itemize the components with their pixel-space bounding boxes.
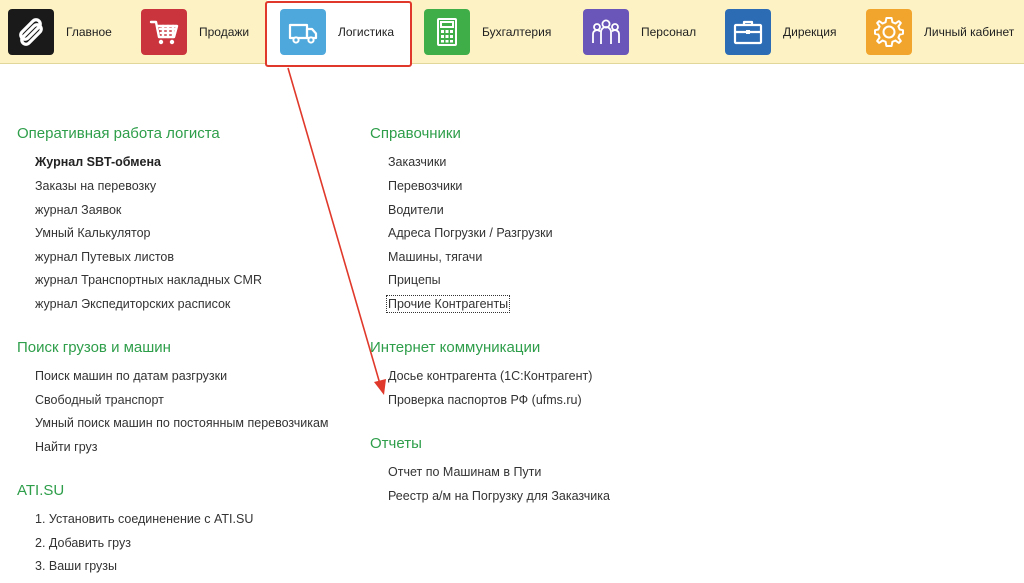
menu-link-smart-carrier-search[interactable]: Умный поиск машин по постоянным перевозч…: [35, 416, 329, 430]
calculator-icon: [424, 9, 470, 55]
section-title-reports: Отчеты: [370, 435, 422, 452]
menu-link-sbt-exchange-journal[interactable]: Журнал SBT-обмена: [35, 155, 162, 169]
menu-link-requests-journal[interactable]: журнал Заявок: [35, 203, 122, 217]
nav-item-personal-account[interactable]: Личный кабинет: [866, 0, 1014, 64]
section-title-logistics-operations: Оперативная работа логиста: [17, 125, 220, 142]
menu-link-loading-register[interactable]: Реестр а/м на Погрузку для Заказчика: [388, 489, 610, 503]
section-title-ati-su: ATI.SU: [17, 482, 65, 499]
menu-link-waybills-journal[interactable]: журнал Путевых листов: [35, 250, 175, 264]
menu-link-drivers[interactable]: Водители: [388, 203, 444, 217]
menu-link-cmr-journal[interactable]: журнал Транспортных накладных CMR: [35, 273, 262, 287]
menu-link-ati-connect[interactable]: 1. Установить соединенение с ATI.SU: [35, 512, 254, 526]
nav-label-logistics: Логистика: [338, 25, 395, 39]
nav-item-management[interactable]: Дирекция: [725, 0, 837, 64]
nav-label-sales: Продажи: [199, 25, 250, 39]
menu-link-transport-orders[interactable]: Заказы на перевозку: [35, 179, 157, 193]
nav-label-main: Главное: [66, 25, 112, 39]
menu-link-counterparty-dossier[interactable]: Досье контрагента (1С:Контрагент): [388, 369, 593, 383]
section-title-cargo-search: Поиск грузов и машин: [17, 339, 171, 356]
nav-item-accounting[interactable]: Бухгалтерия: [424, 0, 551, 64]
menu-link-vehicles-tractors[interactable]: Машины, тягачи: [388, 250, 483, 264]
menu-link-forwarder-receipts-journal[interactable]: журнал Экспедиторских расписок: [35, 297, 231, 311]
menu-link-trailers[interactable]: Прицепы: [388, 273, 441, 287]
nav-item-main[interactable]: Главное: [8, 0, 112, 64]
briefcase-icon: [725, 9, 771, 55]
menu-link-smart-calculator[interactable]: Умный Калькулятор: [35, 226, 151, 240]
nav-item-sales[interactable]: Продажи: [141, 0, 249, 64]
top-navigation-bar: Главное Продажи: [0, 0, 1024, 64]
shopping-cart-icon: [141, 9, 187, 55]
highlight-box-annotation: [265, 1, 412, 67]
menu-link-free-transport[interactable]: Свободный транспорт: [35, 393, 164, 407]
menu-link-add-cargo[interactable]: 2. Добавить груз: [35, 536, 131, 550]
nav-label-management: Дирекция: [783, 25, 837, 39]
menu-link-find-cargo[interactable]: Найти груз: [35, 440, 98, 454]
gear-icon: [866, 9, 912, 55]
nav-label-personal-account: Личный кабинет: [924, 25, 1015, 39]
menu-link-loading-addresses[interactable]: Адреса Погрузки / Разгрузки: [388, 226, 553, 240]
menu-link-carriers[interactable]: Перевозчики: [388, 179, 463, 193]
menu-link-customers[interactable]: Заказчики: [388, 155, 447, 169]
people-icon: [583, 9, 629, 55]
menu-link-vehicles-in-transit-report[interactable]: Отчет по Машинам в Пути: [388, 465, 542, 479]
menu-link-search-by-unload-dates[interactable]: Поиск машин по датам разгрузки: [35, 369, 228, 383]
nav-label-accounting: Бухгалтерия: [482, 25, 552, 39]
app-logo-icon: [8, 9, 54, 55]
nav-item-logistics[interactable]: Логистика: [267, 0, 410, 64]
menu-link-other-counterparties[interactable]: Прочие Контрагенты: [385, 295, 511, 313]
section-title-internet-communications: Интернет коммуникации: [370, 339, 541, 356]
nav-item-personnel[interactable]: Персонал: [583, 0, 696, 64]
menu-link-passport-check[interactable]: Проверка паспортов РФ (ufms.ru): [388, 393, 582, 407]
menu-link-your-cargo[interactable]: 3. Ваши грузы: [35, 559, 118, 573]
truck-icon: [280, 9, 326, 55]
nav-label-personnel: Персонал: [641, 25, 697, 39]
section-title-reference-books: Справочники: [370, 125, 461, 142]
